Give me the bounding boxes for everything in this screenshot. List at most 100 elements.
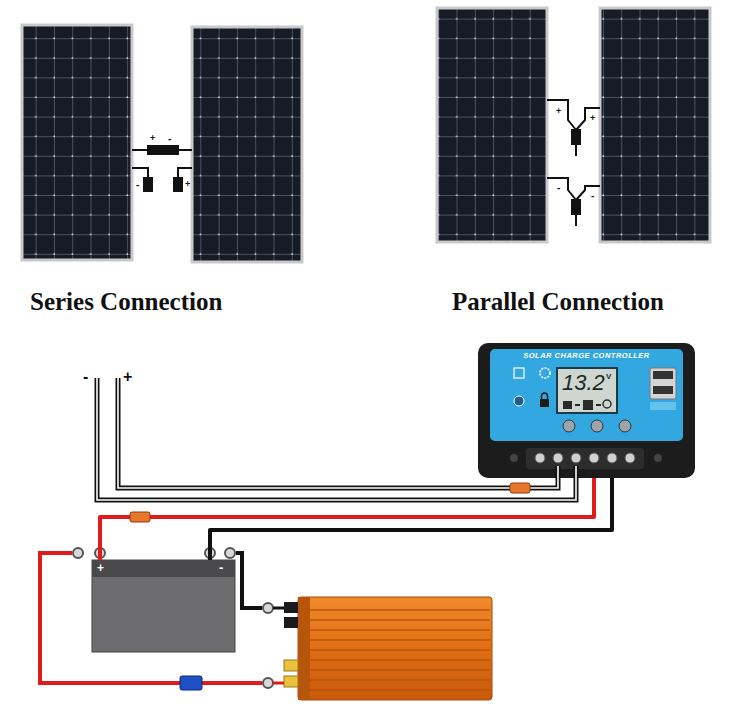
usb-port [650, 368, 676, 399]
y-connector [572, 130, 580, 144]
polarity-sign: - [83, 368, 88, 386]
usb-tag [650, 402, 676, 410]
lcd-icon [583, 400, 593, 410]
clock-icon [514, 396, 524, 406]
inverter-fins [310, 629, 490, 631]
inverter-fins [310, 610, 490, 690]
fuse [510, 483, 530, 493]
cable [178, 168, 192, 178]
polarity-sign: - [136, 179, 139, 191]
polarity-sign: + [556, 106, 561, 116]
inverter-fins [310, 659, 490, 661]
wire [273, 607, 284, 610]
dc-terminal [284, 660, 298, 671]
inverter-body [298, 597, 492, 700]
parallel-cabling [547, 100, 600, 226]
solar-panel [22, 25, 132, 260]
wire [118, 378, 558, 488]
inverter-endcap [298, 597, 310, 700]
terminal-screws [535, 453, 545, 463]
mount-hole [510, 454, 518, 462]
lcd-screen [557, 368, 617, 413]
mount-hole [654, 454, 662, 462]
fuse [180, 676, 202, 690]
edge-layer [100, 478, 612, 560]
inverter-fins [310, 609, 490, 611]
setting-icon [540, 368, 550, 378]
button [619, 420, 631, 432]
battery: +- [92, 560, 235, 652]
solar-panel [437, 8, 547, 242]
wire [40, 553, 262, 683]
section-heading: Parallel Connection [452, 288, 664, 317]
dc-terminal [284, 602, 298, 613]
charge-controller: SOLAR CHARGE CONTROLLER 13.2V [478, 343, 698, 478]
cable [576, 108, 600, 130]
mc4-connector [174, 178, 182, 191]
inverter [273, 597, 492, 700]
inverter-fins [310, 679, 490, 681]
ring-terminals [73, 548, 273, 688]
cable [547, 100, 576, 130]
voltage-reading: 13.2 [562, 370, 605, 395]
lock-icon [540, 399, 549, 407]
lcd-icon [575, 404, 580, 406]
positive-wire [100, 478, 594, 560]
cable [178, 149, 192, 151]
solar-panel [192, 27, 302, 262]
polarity-sign: + [185, 179, 190, 189]
dc-terminal [284, 676, 298, 687]
wire [273, 682, 284, 685]
battery-top [92, 560, 235, 577]
series-cabling [132, 146, 192, 191]
button [563, 420, 575, 432]
lcd-icon [596, 404, 601, 406]
polarity-sign: - [168, 133, 171, 145]
controller-face [490, 349, 683, 441]
polarity-sign: + [123, 368, 132, 386]
lcd-icon [563, 401, 572, 409]
wire [118, 378, 558, 488]
terminal-sign: + [97, 562, 104, 576]
negative-wire [210, 478, 612, 560]
cable [575, 144, 577, 156]
device-title: SOLAR CHARGE CONTROLLER [478, 352, 695, 361]
y-connector [572, 200, 580, 214]
polarity-sign: + [590, 113, 595, 123]
wire [236, 553, 262, 608]
menu-icon [514, 368, 524, 378]
inverter-fins [310, 689, 490, 691]
ring-terminals [263, 678, 273, 688]
panel-wires [97, 378, 576, 500]
battery-art [92, 560, 235, 652]
usb-slot [653, 371, 673, 379]
terminal-screws [571, 453, 581, 463]
terminal-sign: - [219, 561, 223, 576]
lcd-icon [603, 400, 611, 408]
wire [97, 378, 576, 500]
ring-terminals [225, 548, 235, 558]
dc-terminal [284, 617, 298, 628]
ring-terminals [263, 603, 273, 613]
mc4-connector [144, 178, 152, 191]
charge-controller-art [478, 343, 695, 478]
lock-icon [542, 393, 548, 399]
polarity-sign: - [557, 182, 560, 194]
button [591, 420, 603, 432]
fuse [130, 512, 150, 522]
cable [547, 178, 576, 200]
ring-terminals [73, 548, 83, 558]
terminal-screws [589, 453, 599, 463]
terminal-screws [553, 453, 563, 463]
unit-label: V [606, 372, 611, 381]
solar-panels [22, 8, 710, 262]
inverter-fins [310, 639, 490, 641]
wire [97, 378, 576, 500]
section-heading: Series Connection [30, 288, 222, 317]
inverter-fins [310, 649, 490, 651]
mc4-connector [148, 146, 162, 154]
terminal-screws [625, 453, 635, 463]
controller-housing [478, 343, 695, 478]
inverter-fins [310, 669, 490, 671]
